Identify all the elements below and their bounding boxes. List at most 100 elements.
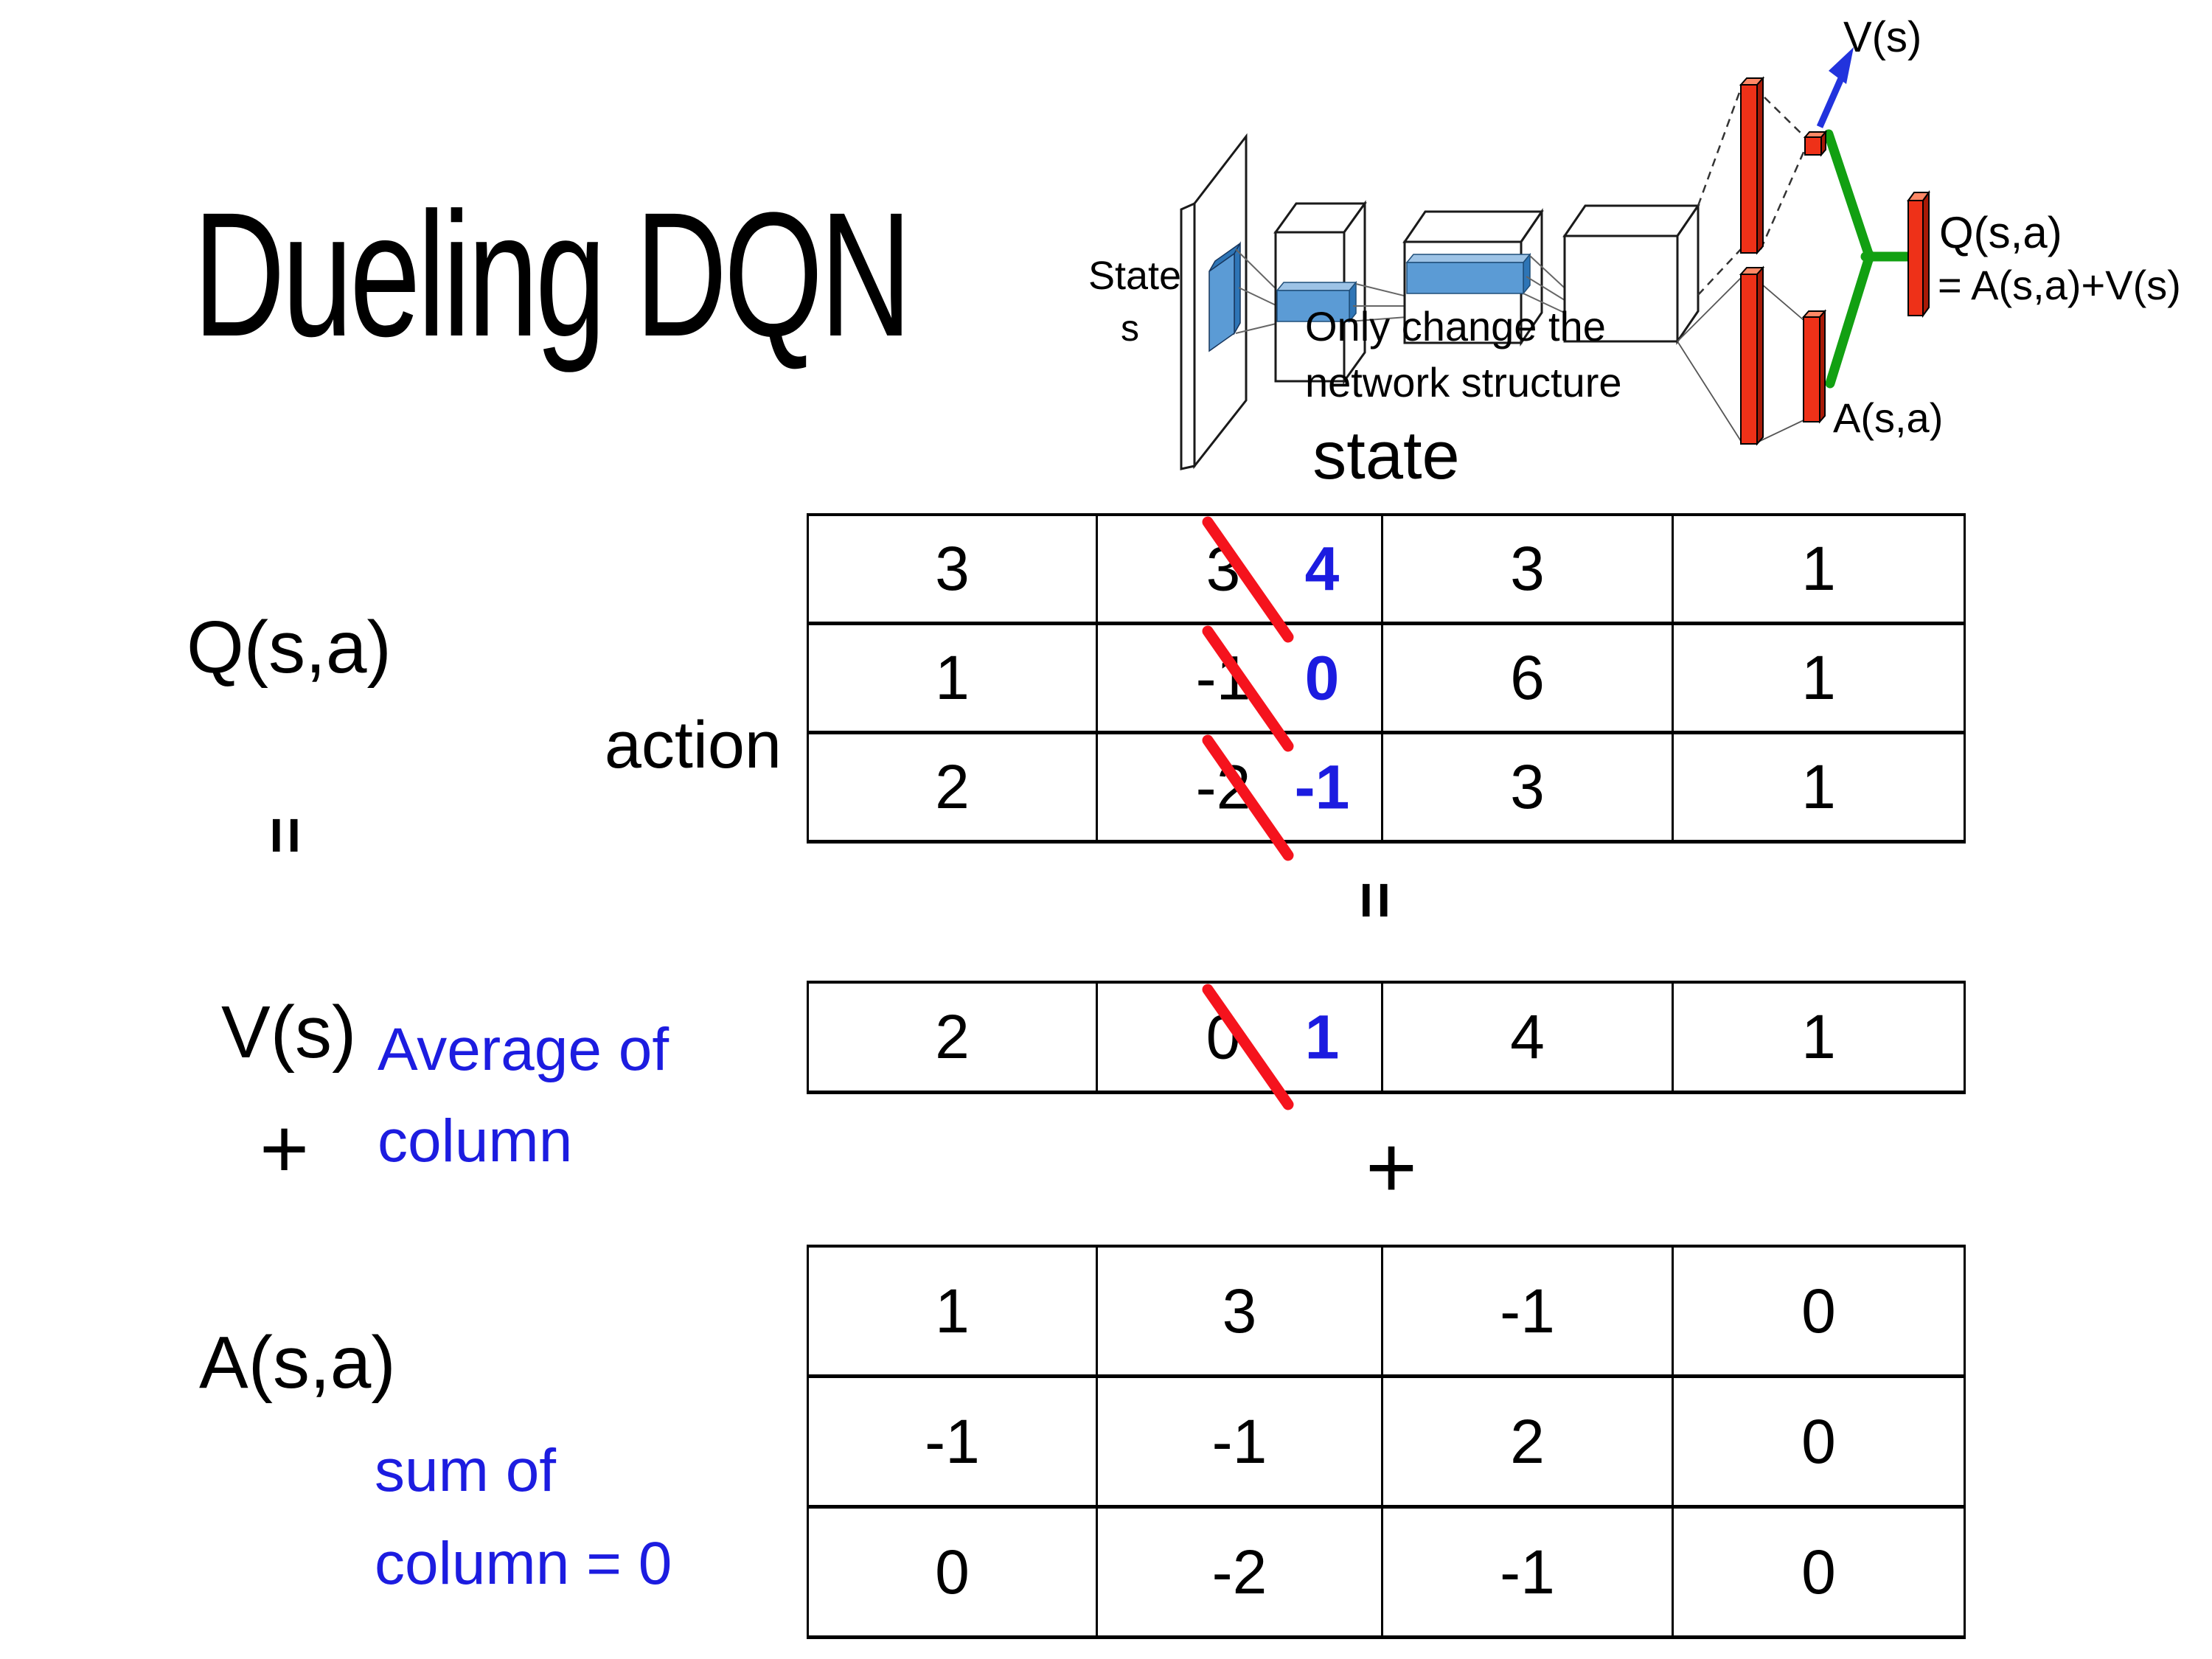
old-value: -1 (1195, 643, 1251, 712)
cell-value: 0 (1801, 1406, 1836, 1476)
cell-value: -2 (1211, 1537, 1267, 1607)
table-cell: 0 (1674, 1509, 1966, 1639)
diagram-state-label: State (1088, 254, 1181, 298)
table-cell: 1 (809, 1248, 1098, 1378)
cell-value: 2 (1510, 1406, 1545, 1476)
state-axis-label: state (1312, 418, 1460, 493)
v-values-table: 2 0 1 4 1 (807, 981, 1966, 1094)
conv-box-2 (1402, 208, 1544, 347)
equals-glyph: = (1339, 881, 1413, 919)
table-cell-struck: 0 1 (1098, 984, 1383, 1094)
table-cell: 3 (1383, 516, 1674, 625)
diagram-q-output-formula: = A(s,a)+V(s) (1938, 262, 2181, 308)
diagram-q-output-label: Q(s,a) (1939, 208, 2062, 257)
v-output-arrow (1816, 47, 1854, 128)
merge-branch-lines (1823, 129, 1915, 389)
table-cell-struck: -1 0 (1098, 625, 1383, 734)
plus-sign-middle: + (1366, 1118, 1418, 1217)
q-term-label: Q(s,a) (187, 606, 392, 689)
table-cell: 0 (1674, 1248, 1966, 1378)
table-cell: 1 (1674, 516, 1966, 625)
dashed-connectors (1697, 88, 1806, 296)
cell-value: 1 (935, 1276, 970, 1346)
table-cell: -1 (1383, 1248, 1674, 1378)
table-cell: 1 (1674, 625, 1966, 734)
cell-value: 1 (1801, 643, 1836, 712)
table-cell: 2 (809, 984, 1098, 1094)
cell-value: -1 (925, 1406, 980, 1476)
old-value: 3 (1206, 534, 1241, 603)
action-axis-label: action (604, 709, 782, 782)
network-architecture-diagram: State s (1088, 13, 2181, 470)
cell-value: 3 (935, 534, 970, 603)
a-term-label: A(s,a) (199, 1321, 396, 1404)
v-term-label: V(s) (221, 991, 357, 1074)
thin-connectors (1677, 277, 1804, 443)
feature-bar-1 (1276, 280, 1357, 324)
cell-value: 1 (1801, 534, 1836, 603)
q-values-table: 3 3 4 3 1 1 -1 0 6 1 2 -2 -1 3 1 (807, 513, 1966, 844)
table-cell: 4 (1383, 984, 1674, 1094)
replacement-value: 4 (1304, 534, 1340, 603)
cell-value: 1 (935, 643, 970, 712)
cell-value: 1 (1801, 1002, 1836, 1071)
cell-value: 1 (1801, 752, 1836, 821)
table-cell: 1 (809, 625, 1098, 734)
diagram-caption-line1: Only change the (1305, 303, 1606, 349)
conv-box-3 (1562, 202, 1700, 345)
sum-of-column-note: sum of column = 0 (375, 1425, 672, 1610)
avg-note-line1: Average of (378, 1016, 669, 1083)
sum-note-line2: column = 0 (375, 1530, 672, 1597)
cell-value: 2 (935, 752, 970, 821)
feature-bar-2 (1405, 252, 1531, 296)
cell-value: 3 (1510, 752, 1545, 821)
table-cell: 3 (1383, 734, 1674, 844)
v-node-cube (1803, 130, 1828, 157)
replacement-value: 0 (1304, 643, 1340, 712)
table-cell: -1 (1098, 1378, 1383, 1509)
average-of-column-note: Average of column (378, 1004, 669, 1187)
conv-box-1 (1273, 200, 1367, 385)
table-cell-struck: 3 4 (1098, 516, 1383, 625)
table-cell: -1 (1383, 1509, 1674, 1639)
old-value: -2 (1195, 752, 1251, 821)
cell-value: 3 (1222, 1276, 1257, 1346)
table-cell: 0 (809, 1509, 1098, 1639)
table-cell: 6 (1383, 625, 1674, 734)
q-output-bar (1907, 189, 1930, 319)
cell-value: -1 (1211, 1406, 1267, 1476)
fan-lines-3 (1523, 255, 1571, 316)
cell-value: 4 (1510, 1002, 1545, 1071)
table-cell: 2 (809, 734, 1098, 844)
old-value: 0 (1206, 1002, 1241, 1071)
table-cell: 3 (1098, 1248, 1383, 1378)
cell-value: 0 (1801, 1537, 1836, 1607)
table-cell: 0 (1674, 1378, 1966, 1509)
page-title: Dueling DQN (193, 175, 912, 373)
input-feature-patch (1208, 241, 1241, 352)
fan-lines-1 (1235, 248, 1286, 334)
diagram-caption-line2: network structure (1305, 359, 1622, 406)
equals-glyph: = (249, 816, 323, 855)
a-values-table: 1 3 -1 0 -1 -1 2 0 0 -2 -1 0 (807, 1245, 1966, 1639)
a-head-bar (1801, 309, 1827, 424)
table-cell: 1 (1674, 984, 1966, 1094)
replacement-value: -1 (1294, 752, 1350, 821)
plus-sign-left: + (260, 1102, 310, 1196)
fan-lines-2 (1349, 283, 1408, 322)
cell-value: 0 (935, 1537, 970, 1607)
fc-bar-v-stream (1739, 76, 1765, 255)
cell-value: -1 (1500, 1537, 1555, 1607)
cell-value: 0 (1801, 1276, 1836, 1346)
diagram-state-s-label: s (1121, 307, 1139, 349)
cell-value: 6 (1510, 643, 1545, 712)
table-cell: 1 (1674, 734, 1966, 844)
fc-bar-a-stream (1739, 265, 1765, 446)
cell-value: 2 (935, 1002, 970, 1071)
table-cell: 3 (809, 516, 1098, 625)
table-cell-struck: -2 -1 (1098, 734, 1383, 844)
diagram-v-output-label: V(s) (1843, 13, 1921, 61)
replacement-value: 1 (1304, 1002, 1340, 1071)
cell-value: 3 (1510, 534, 1545, 603)
